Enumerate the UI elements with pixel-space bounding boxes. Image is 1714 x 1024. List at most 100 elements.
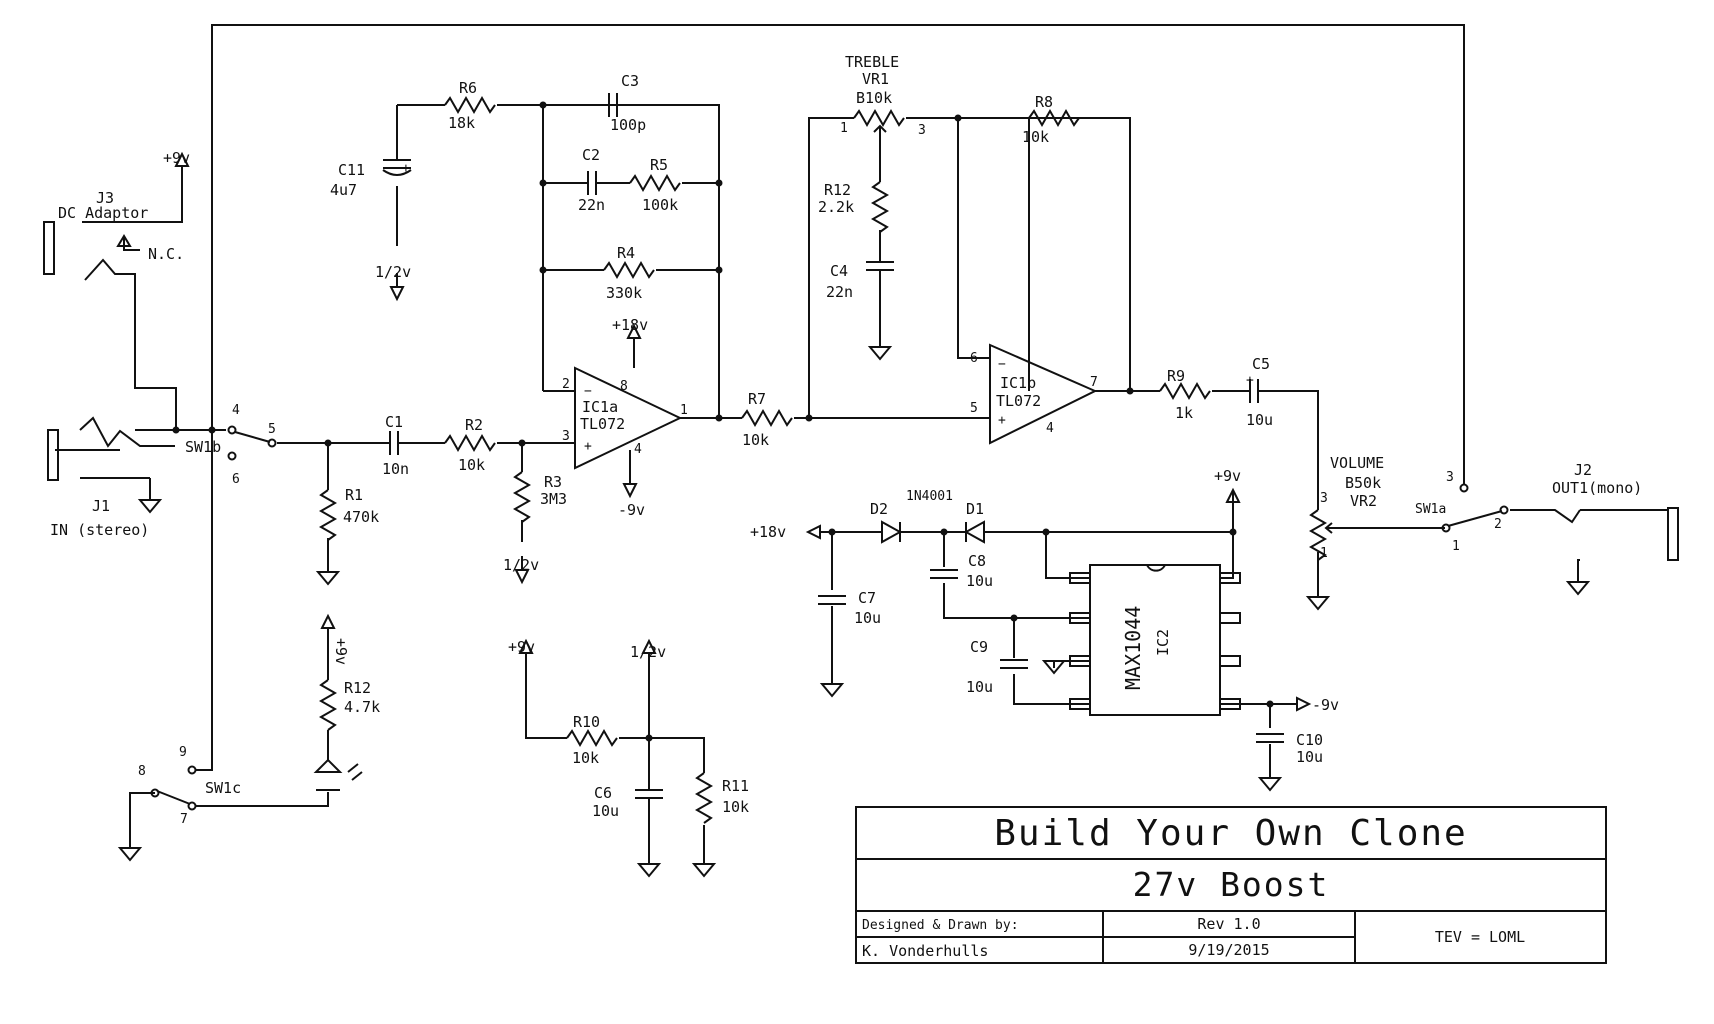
diode-d2 bbox=[881, 520, 903, 544]
label-r3-bias: 1/2v bbox=[503, 556, 539, 574]
label-r12-led: R12 bbox=[344, 679, 371, 697]
label-c6-value: 10u bbox=[592, 802, 619, 820]
label-ic1b-pin4: 4 bbox=[1046, 421, 1054, 436]
label-r3-value: 3M3 bbox=[540, 490, 567, 508]
designer: K. Vonderhulls bbox=[862, 942, 988, 960]
label-d1: D1 bbox=[966, 500, 984, 518]
label-pump-plus9: +9v bbox=[1214, 467, 1241, 485]
label-ic1a-pin3: 3 bbox=[562, 429, 570, 444]
label-r2: R2 bbox=[465, 416, 483, 434]
label-r7-value: 10k bbox=[742, 431, 769, 449]
label-r7: R7 bbox=[748, 390, 766, 408]
label-r3: R3 bbox=[544, 473, 562, 491]
jack-j1-symbol bbox=[47, 429, 59, 481]
wires bbox=[55, 24, 1668, 852]
label-ic1b-plus: + bbox=[998, 413, 1006, 428]
label-j2-value: OUT1(mono) bbox=[1552, 479, 1642, 497]
label-r10-value: 10k bbox=[572, 749, 599, 767]
designed-label: Designed & Drawn by: bbox=[862, 918, 1019, 933]
tag: TEV = LOML bbox=[1435, 928, 1525, 946]
label-j1: J1 bbox=[92, 497, 110, 515]
subtitle: 27v Boost bbox=[1133, 865, 1330, 904]
label-sw1c-pin7: 7 bbox=[180, 812, 188, 827]
label-r1-value: 470k bbox=[343, 508, 379, 526]
junctions bbox=[172, 101, 1274, 742]
label-r12-tone: R12 bbox=[824, 181, 851, 199]
label-diode-type: 1N4001 bbox=[906, 489, 953, 504]
label-r10: R10 bbox=[573, 713, 600, 731]
label-c7-value: 10u bbox=[854, 609, 881, 627]
label-j1-value: IN (stereo) bbox=[50, 521, 149, 539]
label-ic1b-pin6: 6 bbox=[970, 351, 978, 366]
title: Build Your Own Clone bbox=[994, 813, 1467, 854]
label-ic1a-pin8: 8 bbox=[620, 379, 628, 394]
label-r5: R5 bbox=[650, 156, 668, 174]
label-sw1a-pin1: 1 bbox=[1452, 539, 1460, 554]
label-ic1a-pin2: 2 bbox=[562, 377, 570, 392]
label-r11-value: 10k bbox=[722, 798, 749, 816]
label-ic1a-minus9: -9v bbox=[618, 501, 645, 519]
label-r4: R4 bbox=[617, 244, 635, 262]
label-j3-value: DC Adaptor bbox=[58, 204, 148, 222]
switch-sw1c bbox=[150, 765, 197, 811]
label-c5-value: 10u bbox=[1246, 411, 1273, 429]
rev: Rev 1.0 bbox=[1197, 915, 1260, 933]
label-treble: TREBLE bbox=[845, 53, 899, 71]
label-led-plus9: +9v bbox=[332, 638, 350, 665]
label-r12-tone-value: 2.2k bbox=[818, 198, 854, 216]
label-j2: J2 bbox=[1574, 461, 1592, 479]
label-vr1-pin1: 1 bbox=[840, 121, 848, 136]
label-c11: C11 bbox=[338, 161, 365, 179]
label-r4-value: 330k bbox=[606, 284, 642, 302]
label-r2-value: 10k bbox=[458, 456, 485, 474]
label-ic1a-pin4: 4 bbox=[634, 442, 642, 457]
label-ic1a-plus18: +18v bbox=[612, 316, 648, 334]
label-r9-value: 1k bbox=[1175, 404, 1193, 422]
label-sw1a-pin2: 2 bbox=[1494, 517, 1502, 532]
label-vr1: VR1 bbox=[862, 70, 889, 88]
label-c9-value: 10u bbox=[966, 678, 993, 696]
title-block bbox=[855, 806, 1607, 964]
label-sw1c: SW1c bbox=[205, 779, 241, 797]
label-ic1b-type: TL072 bbox=[996, 392, 1041, 410]
label-r8: R8 bbox=[1035, 93, 1053, 111]
label-vr2-pin1: 1 bbox=[1320, 546, 1328, 561]
label-sw1a-pin3: 3 bbox=[1446, 470, 1454, 485]
label-j3: J3 bbox=[96, 189, 114, 207]
label-r6: R6 bbox=[459, 79, 477, 97]
label-r12-led-value: 4.7k bbox=[344, 698, 380, 716]
label-ic1a: IC1a bbox=[582, 398, 618, 416]
label-c11-value: 4u7 bbox=[330, 181, 357, 199]
switch-sw1a bbox=[1441, 483, 1509, 533]
label-ic1b: IC1b bbox=[1000, 374, 1036, 392]
svg-text:+: + bbox=[402, 161, 410, 176]
label-sw1c-pin8: 8 bbox=[138, 764, 146, 779]
label-c1-value: 10n bbox=[382, 460, 409, 478]
label-sw1c-pin9: 9 bbox=[179, 745, 187, 760]
label-sw1a: SW1a bbox=[1415, 502, 1446, 517]
label-bias-plus9: +9v bbox=[508, 638, 535, 656]
label-c4: C4 bbox=[830, 262, 848, 280]
label-ic1a-type: TL072 bbox=[580, 415, 625, 433]
switch-sw1b bbox=[227, 425, 277, 461]
label-sw1b: SW1b bbox=[185, 438, 221, 456]
label-r9: R9 bbox=[1167, 367, 1185, 385]
label-c7: C7 bbox=[858, 589, 876, 607]
label-j3-plus9: +9v bbox=[163, 149, 190, 167]
label-ic2-type: MAX1044 bbox=[1121, 606, 1145, 690]
label-nc: N.C. bbox=[148, 245, 184, 263]
ic-max1044 bbox=[1069, 564, 1241, 716]
label-ic1a-minus: − bbox=[584, 384, 592, 399]
label-c8: C8 bbox=[968, 552, 986, 570]
label-vr2-pin3: 3 bbox=[1320, 491, 1328, 506]
svg-text:+: + bbox=[1246, 373, 1254, 388]
label-c8-value: 10u bbox=[966, 572, 993, 590]
label-c4-value: 22n bbox=[826, 283, 853, 301]
label-ic1b-pin5: 5 bbox=[970, 401, 978, 416]
opamp-ic1b bbox=[989, 343, 1098, 445]
label-vr1-pin3: 3 bbox=[918, 123, 926, 138]
label-c11-bias: 1/2v bbox=[375, 263, 411, 281]
label-c1: C1 bbox=[385, 413, 403, 431]
label-ic2: IC2 bbox=[1154, 629, 1172, 656]
